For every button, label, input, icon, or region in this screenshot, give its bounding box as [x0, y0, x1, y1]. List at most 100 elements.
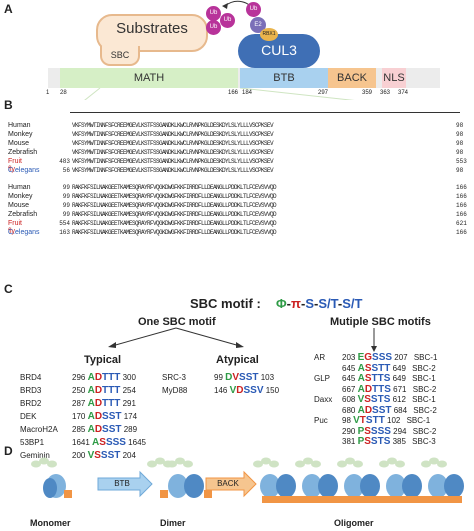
motif-sequence: ASTTS — [358, 373, 391, 384]
motif-residue: S/T — [318, 296, 338, 311]
sequence-start: 56 — [62, 167, 70, 174]
motif-residue: S — [378, 404, 386, 416]
residue-end: 300 — [120, 373, 136, 382]
motif-residue: S — [239, 372, 246, 383]
residue-start: 98 — [342, 416, 354, 425]
motif-residue: S — [378, 352, 386, 363]
motif-residue: A — [357, 362, 365, 374]
motif-residue: S — [108, 411, 116, 422]
residue-start: 680 — [342, 405, 358, 415]
sbc-tag: SBC-1 — [411, 353, 438, 362]
motif-residue: S — [384, 425, 391, 437]
motif-residue: Φ — [276, 296, 287, 311]
residue-end: 671 — [390, 384, 407, 394]
motif-residue: S — [102, 424, 109, 435]
residue-end: 289 — [121, 425, 138, 434]
species-label: Human — [8, 122, 31, 129]
sbc-tag: SBC-3 — [409, 437, 436, 446]
motif-residue: D — [364, 404, 373, 416]
motif-sequence: VDSSV — [230, 385, 264, 396]
residue-start: 296 — [72, 373, 88, 382]
species-label: Monkey — [8, 193, 33, 200]
motif-residue: V — [232, 372, 240, 383]
motif-residue: T — [102, 398, 109, 409]
protein-name: 53BP1 — [20, 438, 45, 447]
sequence-end: 98 — [456, 131, 464, 138]
motif-sequence: ADTTT — [88, 398, 121, 409]
motif-residue: S — [250, 385, 257, 396]
species-label: Mouse — [8, 140, 30, 147]
motif-residue: - — [286, 296, 292, 311]
residue-start: 608 — [342, 395, 358, 404]
panel-c-arrows — [108, 327, 377, 352]
motif-residue: G — [364, 352, 373, 363]
dimer-label: Dimer — [160, 518, 186, 528]
sequence-row: VKFSYMWTINNFSFCREEMGEVLKSTFSSGANDKLKWCLR… — [72, 149, 274, 156]
protein-name: GLP — [314, 374, 331, 383]
motif-residue: D — [236, 385, 244, 396]
motif-residue: - — [300, 296, 306, 311]
motif-residue: S — [364, 373, 372, 384]
sbc-tab — [100, 46, 140, 66]
motif-residue: S — [383, 373, 391, 384]
motif-residue: T — [378, 362, 385, 374]
motif-residue: T — [372, 383, 379, 395]
motif-residue: T — [377, 373, 384, 384]
motif-residue: T — [372, 415, 379, 426]
residue-end: 649 — [390, 363, 406, 373]
motif-sequence: ADTTT — [88, 385, 121, 396]
species-label: Fruit fly — [8, 220, 22, 235]
motif-residue: S — [377, 425, 385, 437]
motif-residue: T — [359, 415, 366, 426]
motif-residue: T — [384, 362, 391, 374]
residue-end: 207 — [392, 353, 408, 362]
motif-row: 680 ADSST 684 SBC-2 — [314, 405, 437, 416]
motif-sequence: ADSST — [358, 405, 392, 416]
residue-start: 381 — [342, 437, 358, 446]
motif-residue: A — [87, 372, 95, 383]
sbc-motif-consensus: Φ-π-S-S/T-S/T — [276, 296, 362, 311]
motif-sequence: ADSST — [88, 411, 122, 422]
multiple-sbc-heading: Mutiple SBC motifs — [330, 316, 431, 328]
motif-residue: T — [377, 394, 384, 405]
domain-back: BACK — [328, 68, 376, 88]
sbc-tag: SBC-1 — [409, 395, 436, 404]
residue-end: 204 — [120, 451, 136, 460]
typical-heading: Typical — [84, 354, 122, 366]
species-label: Human — [8, 184, 31, 191]
motif-residue: S — [305, 296, 314, 311]
motif-residue: S — [119, 437, 126, 448]
rbx1-icon: RBX1 — [260, 28, 278, 41]
motif-residue: S — [372, 352, 379, 363]
protein-name: BRD4 — [20, 373, 42, 382]
cul3-shape — [238, 34, 320, 68]
motif-residue: S — [105, 437, 113, 448]
motif-residue: S — [370, 394, 378, 405]
sequence-end: 98 — [456, 149, 464, 156]
motif-residue: S — [364, 425, 371, 437]
position-label: 1 — [46, 90, 50, 96]
sequence-row: RAKFKFSILNAKGEETKAMESQRAYRFVQGKDWGFKKFIR… — [72, 229, 277, 236]
motif-residue: T — [377, 436, 384, 447]
sequence-end: 98 — [456, 167, 464, 174]
residue-end: 612 — [390, 395, 406, 404]
motif-residue: P — [357, 436, 365, 447]
motif-row: 290 PSSSS 294 SBC-2 — [314, 426, 436, 437]
motif-residue: D — [94, 372, 103, 383]
motif-residue: V — [256, 385, 264, 396]
motif-residue: S — [243, 385, 251, 396]
motif-residue: P — [357, 425, 365, 437]
protein-name: DEK — [20, 412, 37, 421]
residue-start: 170 — [72, 412, 88, 421]
sequence-end: 98 — [456, 140, 464, 147]
protein-name: MacroH2A — [20, 425, 58, 434]
motif-residue: S — [371, 362, 379, 374]
panel-a-label: A — [4, 2, 13, 16]
residue-end: 150 — [263, 386, 280, 395]
motif-residue: S — [245, 372, 253, 383]
motif-sequence: EGSSS — [358, 352, 392, 363]
motif-residue: D — [94, 424, 103, 435]
oligomerization-diagram — [31, 457, 464, 503]
